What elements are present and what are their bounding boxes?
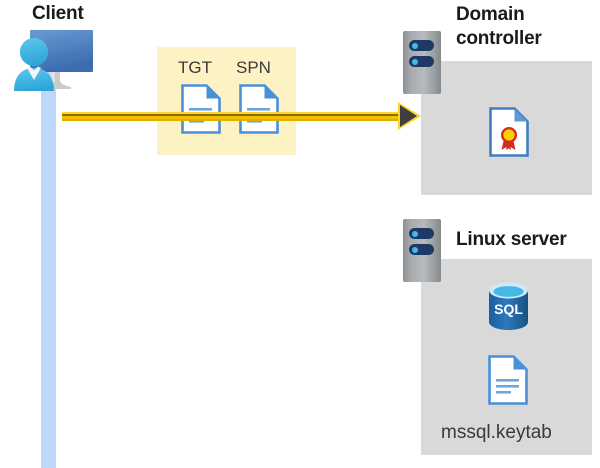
server-bay-lower bbox=[409, 244, 434, 255]
client-label: Client bbox=[32, 3, 84, 24]
arrow-head-icon bbox=[400, 105, 417, 127]
spn-document-icon bbox=[239, 84, 279, 134]
sql-database-icon: SQL bbox=[486, 281, 531, 331]
server-bay-upper bbox=[409, 228, 434, 239]
server-led-icon bbox=[412, 246, 418, 253]
server-led-icon bbox=[412, 230, 418, 237]
sql-icon-text: SQL bbox=[494, 301, 523, 317]
server-bay-upper bbox=[409, 40, 434, 51]
domain-controller-label-line1: Domain bbox=[456, 4, 525, 25]
user-monitor-icon bbox=[6, 27, 100, 95]
server-led-icon bbox=[412, 58, 418, 65]
domain-controller-server-tower-icon bbox=[403, 31, 441, 94]
spn-label: SPN bbox=[236, 58, 271, 77]
domain-controller-label-line2: controller bbox=[456, 28, 542, 49]
tgt-document-icon bbox=[181, 84, 221, 134]
linux-server-tower-icon bbox=[403, 219, 441, 282]
client-to-domain-controller-arrow bbox=[62, 112, 405, 121]
server-bay-lower bbox=[409, 56, 434, 67]
linux-server-label: Linux server bbox=[456, 229, 567, 250]
certificate-document-icon bbox=[489, 107, 529, 157]
domain-controller-label: Domain controller bbox=[456, 3, 596, 51]
server-led-icon bbox=[412, 42, 418, 49]
client-lifeline bbox=[41, 62, 56, 468]
tgt-label: TGT bbox=[178, 58, 212, 77]
keytab-file-label: mssql.keytab bbox=[441, 422, 552, 443]
keytab-document-icon bbox=[488, 355, 528, 405]
